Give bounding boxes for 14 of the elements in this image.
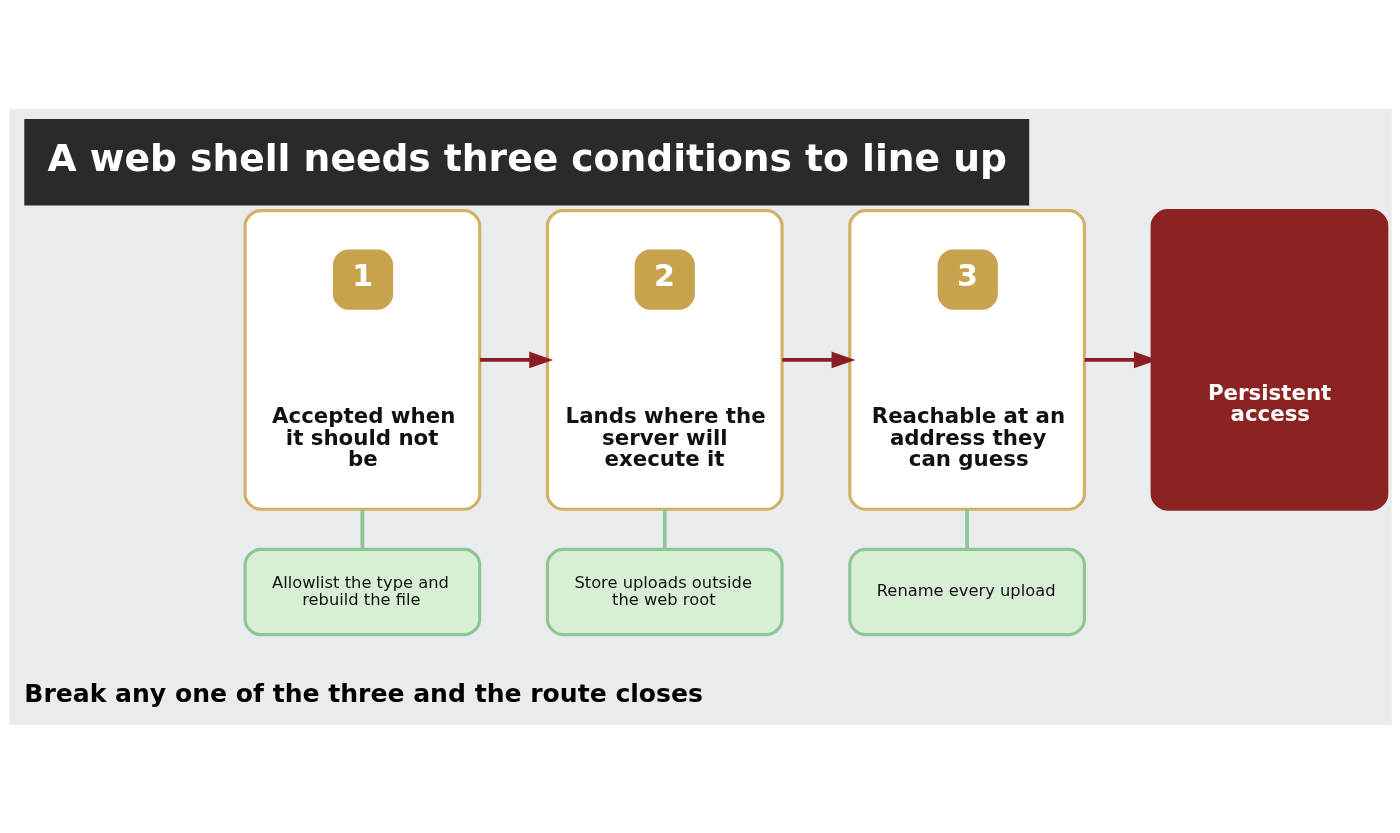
node-box: Persistent access: [1150, 208, 1388, 511]
arrow: [781, 351, 855, 368]
connector: [964, 509, 969, 549]
connector: [662, 509, 667, 549]
arrow: [479, 351, 553, 368]
diagram-title: A web shell needs three conditions to line up: [46, 135, 1007, 180]
node-box: Rename every upload: [847, 547, 1086, 636]
node-box: 1 Accepted when it should not be: [243, 208, 481, 511]
node-box: 3 Reachable at an address they can guess: [847, 208, 1086, 511]
caption: Break any one of the three and the route closes: [23, 678, 703, 708]
node-box: Store uploads outside the web root: [545, 547, 784, 636]
node-box: Allowlist the type and rebuild the file: [243, 547, 481, 636]
connector: [360, 509, 364, 549]
node-box: 2 Lands where the server will execute it: [545, 208, 784, 511]
